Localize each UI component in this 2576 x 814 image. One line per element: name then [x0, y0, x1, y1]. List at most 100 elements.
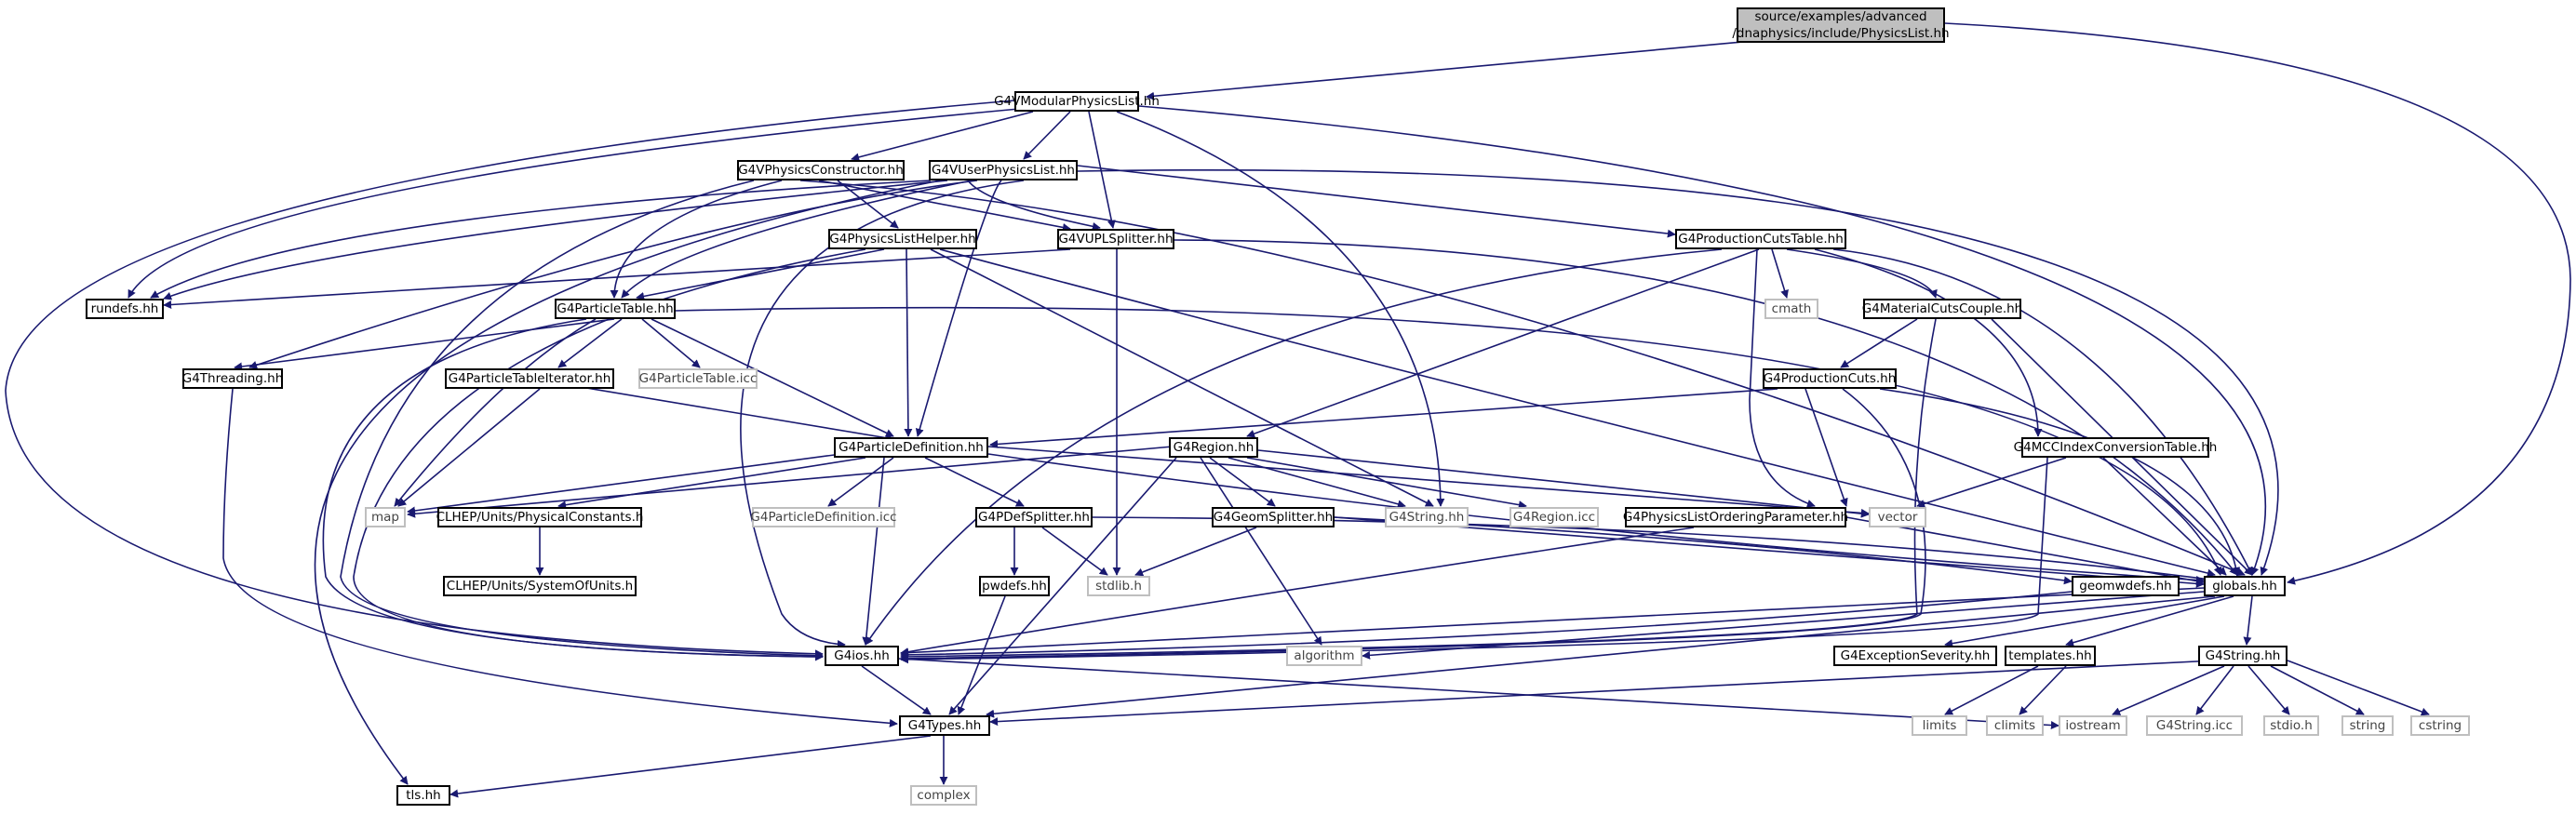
node-g4particledefinition[interactable]: G4ParticleDefinition.hh [834, 437, 988, 458]
dependency-edge [407, 453, 842, 515]
node-g4physicslistorderingparameter[interactable]: G4PhysicsListOrderingParameter.hh [1623, 507, 1848, 527]
root-node-label-line1: source/examples/advanced [1754, 9, 1927, 24]
node-rundefs[interactable]: rundefs.hh [86, 299, 164, 319]
dependency-edge [1246, 248, 1760, 438]
node-map: map [365, 507, 406, 527]
dependency-edge [2112, 665, 2225, 715]
node-globals[interactable]: globals.hh [2204, 576, 2286, 596]
node-g4string-icc: G4String.icc [2146, 715, 2243, 736]
dependency-edge [1134, 527, 1257, 577]
node-g4threading[interactable]: G4Threading.hh [182, 368, 283, 389]
dependency-edge [1041, 527, 1108, 576]
node-g4physicslisthelper[interactable]: G4PhysicsListHelper.hh [828, 229, 977, 249]
dependency-edge [1771, 248, 1789, 299]
dependency-edge [397, 388, 541, 507]
dependency-edge [1077, 165, 1676, 238]
node-g4vuserphysicslist[interactable]: G4VUserPhysicsList.hh [929, 160, 1078, 180]
node-g4mccindexconversiontable[interactable]: G4MCCIndexConversionTable.hh [2014, 437, 2217, 458]
node-algorithm: algorithm [1286, 646, 1362, 666]
node-g4region-icc: G4Region.icc [1509, 507, 1599, 527]
dependency-edge [989, 660, 2216, 727]
node-g4particletable[interactable]: G4ParticleTable.hh [555, 299, 676, 319]
node-g4particletable-icc: G4ParticleTable.icc [638, 368, 758, 389]
dependency-edge [924, 457, 1025, 507]
dependency-edge [557, 457, 866, 510]
dependency-edge [322, 318, 824, 661]
dependency-edge [904, 248, 913, 437]
dependency-edge [851, 111, 1034, 162]
dependency-edge [957, 595, 1006, 715]
dependency-edge [2102, 457, 2227, 576]
dependency-edge [1023, 111, 1071, 160]
node-geomwdefs[interactable]: geomwdefs.hh [2072, 576, 2180, 596]
dependency-edge [2270, 665, 2365, 715]
dependency-edge [865, 248, 1723, 646]
node-g4region[interactable]: G4Region.hh [1169, 437, 1258, 458]
dependency-edge [222, 388, 898, 727]
dependency-edge [651, 318, 894, 437]
dependency-edge [248, 180, 978, 369]
dependency-edge [861, 665, 932, 715]
node-g4string-bottom[interactable]: G4String.hh [2198, 646, 2288, 666]
dependency-edge [1200, 457, 1322, 646]
dependency-edge [2247, 665, 2290, 715]
node-g4particledefinition-icc: G4ParticleDefinition.icc [750, 507, 897, 527]
node-climits: climits [1986, 715, 2044, 736]
node-g4pdefsplitter[interactable]: G4PDefSplitter.hh [975, 507, 1093, 527]
node-g4productioncuts[interactable]: G4ProductionCuts.hh [1763, 368, 1897, 389]
dependency-edge [675, 306, 2222, 576]
node-g4vuplsplitter[interactable]: G4VUPLSplitter.hh [1057, 229, 1174, 249]
dependency-edge [234, 318, 615, 371]
dependency-edge [407, 446, 1174, 518]
node-pwdefs[interactable]: pwdefs.hh [979, 576, 1050, 596]
dependency-edge [1228, 457, 1406, 509]
node-g4vmodularphysicslist[interactable]: G4VModularPhysicsList.hh [994, 91, 1160, 112]
node-string: string [2341, 715, 2394, 736]
node-g4particletableiterator[interactable]: G4ParticleTableIterator.hh [445, 368, 614, 389]
node-stdio: stdio.h [2263, 715, 2319, 736]
dependency-edge [939, 248, 2216, 578]
node-physicalconstants[interactable]: CLHEP/Units/PhysicalConstants.h [436, 507, 643, 527]
dependency-edge [5, 100, 1015, 659]
root-node-label-line2: /dnaphysics/include/PhysicsList.hh [1732, 26, 1950, 41]
root-node-physicslist: source/examples/advanced /dnaphysics/inc… [1732, 7, 1950, 43]
dependency-edge [1334, 516, 2205, 588]
node-systemofunits[interactable]: CLHEP/Units/SystemOfUnits.h [443, 576, 637, 596]
node-cmath: cmath [1764, 299, 1818, 319]
dependency-edge [1362, 591, 2205, 660]
dependency-edge [900, 591, 2073, 660]
dependency-edge [987, 446, 1870, 517]
node-limits: limits [1912, 715, 1967, 736]
dependency-edge [557, 318, 623, 368]
dependency-edge [1088, 111, 1116, 229]
node-g4types[interactable]: G4Types.hh [899, 715, 990, 736]
dependency-edge [1814, 248, 2043, 437]
dependency-edge [2195, 665, 2234, 715]
node-templates[interactable]: templates.hh [2005, 646, 2096, 666]
dependency-edge [2019, 665, 2067, 715]
dependency-edge [449, 735, 932, 798]
node-g4productioncutstable[interactable]: G4ProductionCutsTable.hh [1675, 229, 1846, 249]
dependency-edge [127, 108, 1020, 299]
dependency-edge [740, 180, 1025, 648]
dependency-edge [621, 180, 973, 299]
node-g4materialcutscouple[interactable]: G4MaterialCutsCouple.hh [1862, 299, 2022, 319]
node-stdlib: stdlib.h [1087, 576, 1150, 596]
dependency-edge [1840, 318, 1918, 368]
dependency-edge [799, 180, 2246, 577]
dependency-edge [1749, 248, 1816, 508]
dependency-edge [1077, 169, 2279, 576]
dependency-edge [163, 180, 948, 300]
node-g4geomsplitter[interactable]: G4GeomSplitter.hh [1212, 507, 1335, 527]
dependency-edge [1832, 248, 2253, 576]
node-g4exceptionseverity[interactable]: G4ExceptionSeverity.hh [1833, 646, 1997, 666]
node-g4ios[interactable]: G4ios.hh [825, 646, 899, 666]
dependency-edge [1944, 22, 2571, 585]
node-tls[interactable]: tls.hh [396, 785, 450, 806]
node-vector: vector [1869, 507, 1926, 527]
dependency-edge [986, 595, 2216, 718]
dependency-edge [394, 318, 597, 507]
dependency-edge [2243, 595, 2253, 646]
node-g4vphysicsconstructor[interactable]: G4VPhysicsConstructor.hh [737, 160, 905, 180]
